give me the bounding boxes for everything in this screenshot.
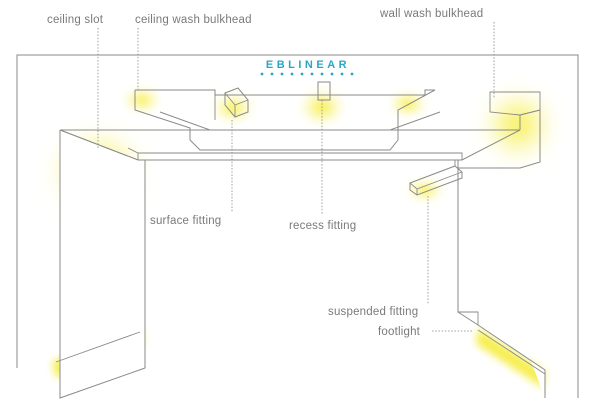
- label-wall-wash-bulkhead: wall wash bulkhead: [379, 8, 483, 20]
- label-recess-fitting: recess fitting: [289, 220, 356, 232]
- coffer-front-edge: [190, 140, 398, 150]
- suspended-fitting-glow: [405, 178, 445, 202]
- soffit-thickness: [138, 153, 462, 160]
- right-wall: [458, 168, 545, 398]
- label-ceiling-slot: ceiling slot: [47, 14, 104, 26]
- brand-logo: EBLINEAR: [261, 59, 354, 75]
- label-footlight: footlight: [378, 326, 421, 338]
- coffer-back-edge: [135, 90, 435, 95]
- label-suspended-fitting: suspended fitting: [328, 306, 418, 318]
- logo-text: EBLINEAR: [266, 59, 350, 71]
- label-surface-fitting: surface fitting: [150, 215, 221, 227]
- bulkhead-right-glow: [388, 90, 428, 118]
- label-ceiling-wash-bulkhead: ceiling wash bulkhead: [135, 14, 252, 26]
- left-wall: [60, 130, 145, 398]
- logo-dots: [261, 73, 354, 76]
